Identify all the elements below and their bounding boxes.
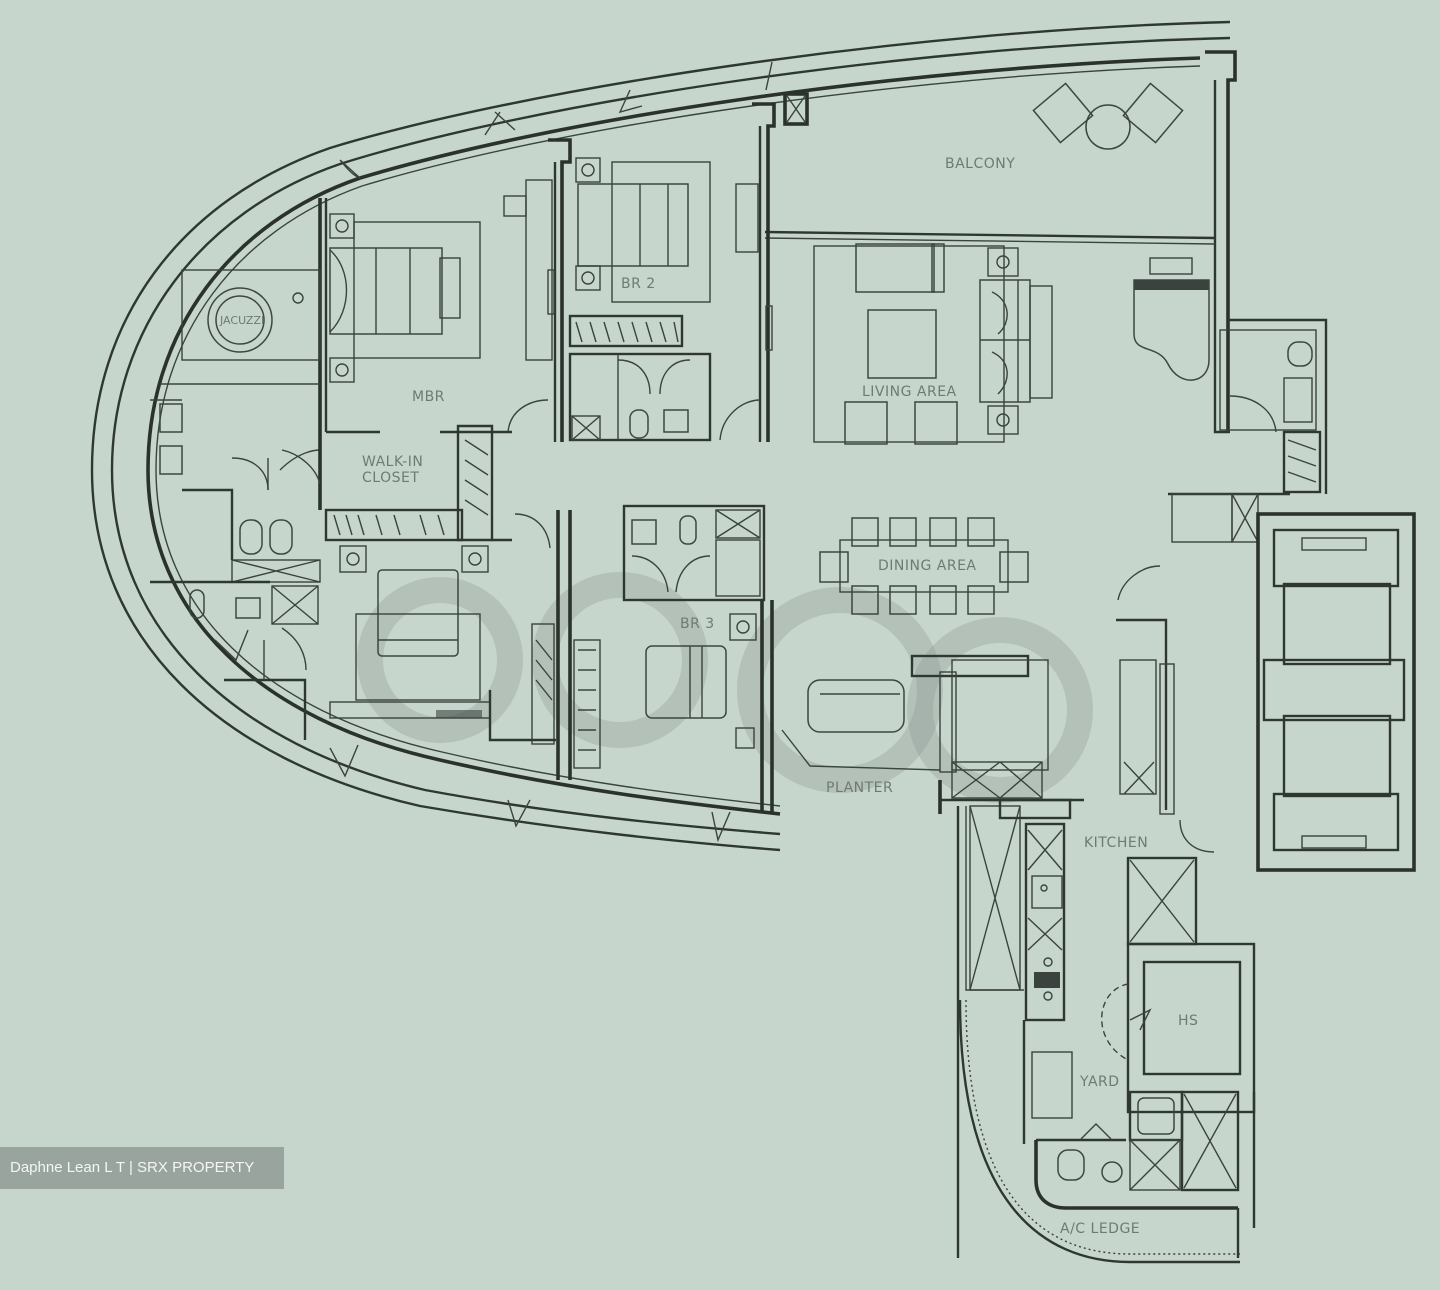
room-label-balcony: BALCONY [945, 156, 1015, 172]
room-label-walk-in-closet-1: WALK-IN [362, 454, 423, 470]
room-label-br3: BR 3 [680, 616, 715, 632]
living-area [813, 243, 1210, 445]
room-label-jacuzzi: JACUZZI [219, 314, 264, 327]
outer-facade [90, 20, 1231, 852]
dining-area [819, 517, 1029, 615]
room-label-walk-in-closet-2: CLOSET [362, 470, 419, 486]
bedroom-2 [490, 102, 776, 442]
room-label-br2: BR 2 [621, 276, 656, 292]
planter-area [781, 654, 1084, 814]
agent-credit-banner: Daphne Lean L T | SRX PROPERTY [0, 1147, 284, 1189]
master-bath [150, 198, 328, 740]
room-label-dining-area: DINING AREA [878, 558, 977, 574]
room-label-yard: YARD [1079, 1074, 1120, 1090]
room-label-hs: HS [1178, 1013, 1198, 1029]
room-label-kitchen: KITCHEN [1084, 835, 1148, 851]
guest-bath [1219, 318, 1328, 494]
room-label-living-area: LIVING AREA [862, 384, 957, 400]
lift-core [1116, 492, 1416, 872]
service-wing [956, 798, 1256, 1264]
room-label-ac-ledge: A/C LEDGE [1060, 1221, 1140, 1237]
master-bedroom [281, 213, 494, 542]
watermark-logo [357, 572, 1093, 803]
bedroom-3 [329, 504, 774, 812]
room-label-mbr: MBR [412, 389, 445, 405]
balcony-walls [764, 50, 1237, 434]
room-label-planter: PLANTER [826, 780, 893, 796]
